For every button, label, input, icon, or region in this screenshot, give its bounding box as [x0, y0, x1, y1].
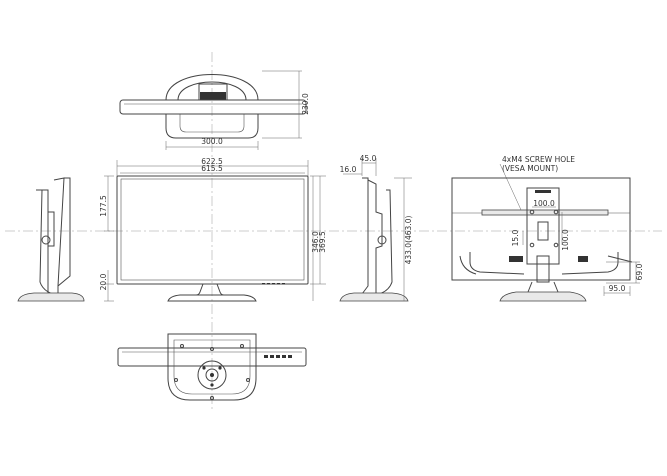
right-side-base	[339, 292, 409, 302]
hinge-block	[200, 92, 226, 100]
base-width-label: 95.0	[609, 284, 626, 293]
front-outer-width-label: 622.5	[201, 157, 223, 166]
screw-note-line1: 4xM4 SCREW HOLE	[502, 155, 575, 164]
left-side-view	[17, 177, 85, 302]
rear-view-base	[499, 291, 587, 302]
vesa-hole	[529, 209, 535, 215]
front-bottom-offset-label: 20.0	[99, 273, 108, 290]
base-rotation-plate	[197, 360, 227, 390]
rear-offset-label: 15.0	[511, 229, 520, 246]
screw-note-line2: (VESA MOUNT)	[502, 164, 558, 173]
bottom-ports	[264, 355, 292, 358]
vesa-width-label: 100.0	[533, 199, 555, 208]
top-width-label: 300.0	[201, 137, 223, 146]
base-height-label: 69.0	[635, 263, 644, 280]
side-top-depth-label: 45.0	[360, 154, 377, 163]
vesa-hole	[553, 242, 559, 248]
front-inner-width-label: 615.5	[201, 164, 223, 173]
vesa-hole	[529, 242, 535, 248]
top-view-panel	[119, 99, 307, 115]
vesa-height-label: 100.0	[561, 229, 570, 251]
side-total-height-label: 433.0(463.0)	[404, 216, 413, 265]
vesa-hole	[553, 209, 559, 215]
front-top-offset-label: 177.5	[99, 195, 108, 217]
bottom-view	[117, 333, 307, 401]
front-view: 622.5 615.5 177.5 20.0 346.0 369.5	[99, 157, 327, 302]
right-side-view: 45.0 16.0 433.0(463.0)	[339, 154, 413, 302]
bottom-base-plate	[167, 333, 257, 401]
side-offset-label: 16.0	[340, 165, 357, 174]
front-view-bezel	[116, 175, 309, 285]
top-view: 230.0 300.0	[119, 70, 310, 150]
front-view-base	[167, 294, 257, 302]
front-view-screen	[120, 178, 305, 281]
front-height-label-1: 346.0	[311, 231, 320, 253]
rear-view: 4xM4 SCREW HOLE (VESA MOUNT) 100.0 100.0…	[451, 155, 644, 302]
front-height-label-2: 369.5	[318, 231, 327, 253]
left-side-base	[17, 292, 85, 302]
top-depth-label: 230.0	[301, 93, 310, 115]
rear-view-panel	[451, 177, 631, 281]
front-control-buttons	[262, 283, 285, 285]
rear-stand-plate	[526, 187, 560, 265]
